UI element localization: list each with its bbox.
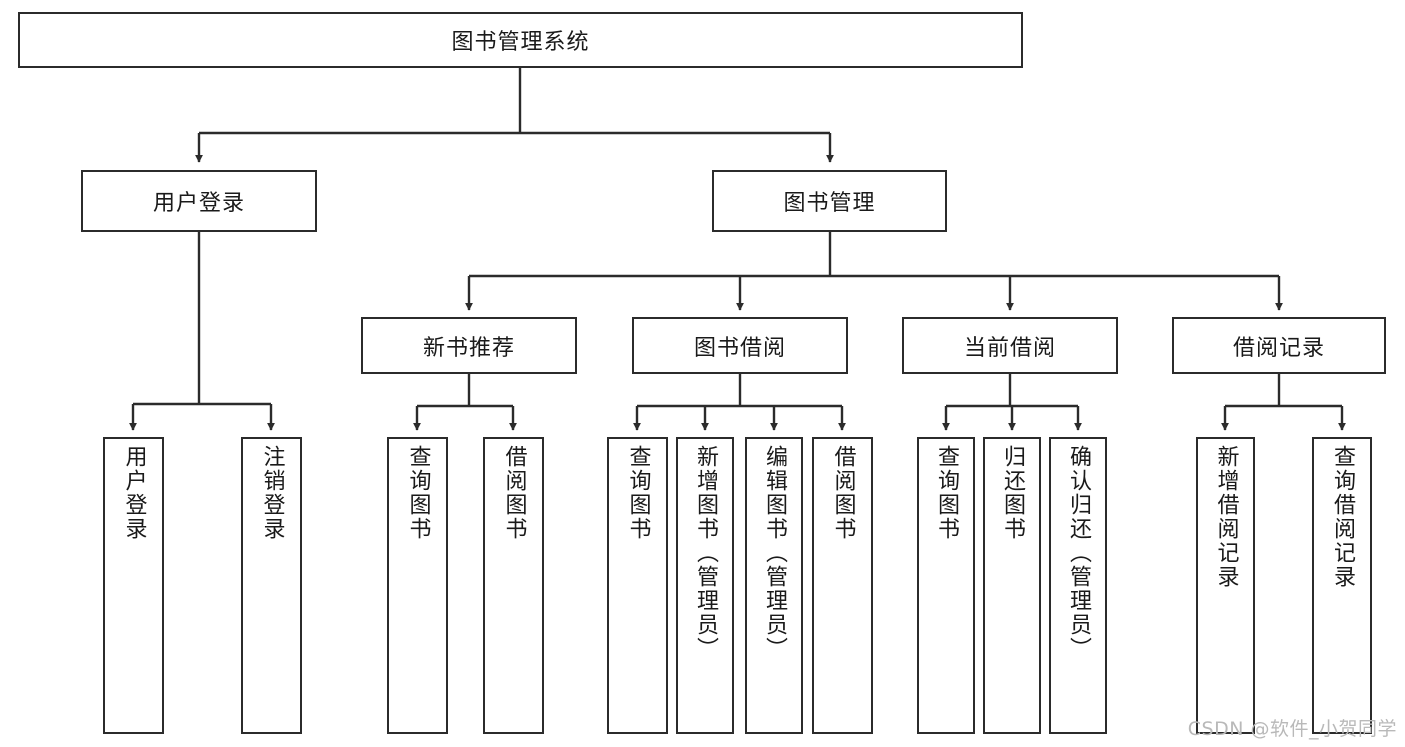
node-label: 当前借阅	[963, 335, 1056, 361]
node-leaf-query-books-borrow[interactable]: 查询图书	[607, 437, 668, 734]
node-leaf-add-borrow-record[interactable]: 新增借阅记录	[1196, 437, 1255, 734]
node-label: 新书推荐	[422, 335, 515, 361]
node-label: 借阅图书	[501, 445, 527, 541]
node-label: 图书管理	[783, 191, 876, 216]
node-book-management[interactable]: 图书管理	[712, 170, 947, 232]
node-label: 用户登录	[152, 191, 245, 216]
csdn-watermark: CSDN @软件_小贺同学	[1187, 718, 1397, 740]
node-label: 归还图书	[1000, 445, 1025, 541]
node-label: 查询图书	[405, 445, 431, 541]
node-label: 确认归还（管理员）	[1066, 445, 1091, 661]
node-borrow-record[interactable]: 借阅记录	[1172, 317, 1386, 374]
node-leaf-edit-book-admin[interactable]: 编辑图书（管理员）	[745, 437, 803, 734]
node-user-login[interactable]: 用户登录	[81, 170, 317, 232]
node-leaf-user-login[interactable]: 用户登录	[103, 437, 164, 734]
node-leaf-query-books-recommend[interactable]: 查询图书	[387, 437, 448, 734]
node-root-system[interactable]: 图书管理系统	[18, 12, 1023, 68]
node-leaf-borrow-books-recommend[interactable]: 借阅图书	[483, 437, 544, 734]
node-label: 新增图书（管理员）	[693, 445, 718, 661]
node-leaf-query-books-current[interactable]: 查询图书	[917, 437, 975, 734]
node-label: 编辑图书（管理员）	[762, 445, 787, 661]
node-label: 用户登录	[121, 445, 147, 541]
node-leaf-borrow-book[interactable]: 借阅图书	[812, 437, 873, 734]
node-label: 查询图书	[934, 445, 959, 541]
node-label: 借阅记录	[1232, 335, 1325, 361]
node-label: 注销登录	[259, 445, 285, 541]
node-label: 查询图书	[625, 445, 651, 541]
node-label: 查询借阅记录	[1330, 445, 1355, 589]
node-label: 图书管理系统	[451, 30, 590, 55]
node-leaf-return-book[interactable]: 归还图书	[983, 437, 1041, 734]
node-leaf-confirm-return-admin[interactable]: 确认归还（管理员）	[1049, 437, 1107, 734]
node-leaf-add-book-admin[interactable]: 新增图书（管理员）	[676, 437, 734, 734]
node-new-book-recommend[interactable]: 新书推荐	[361, 317, 577, 374]
node-leaf-logout-login[interactable]: 注销登录	[241, 437, 302, 734]
node-label: 图书借阅	[693, 335, 786, 361]
node-book-borrow[interactable]: 图书借阅	[632, 317, 848, 374]
node-label: 借阅图书	[830, 445, 856, 541]
node-leaf-query-borrow-record[interactable]: 查询借阅记录	[1312, 437, 1372, 734]
node-label: 新增借阅记录	[1213, 445, 1239, 589]
node-current-borrow[interactable]: 当前借阅	[902, 317, 1118, 374]
